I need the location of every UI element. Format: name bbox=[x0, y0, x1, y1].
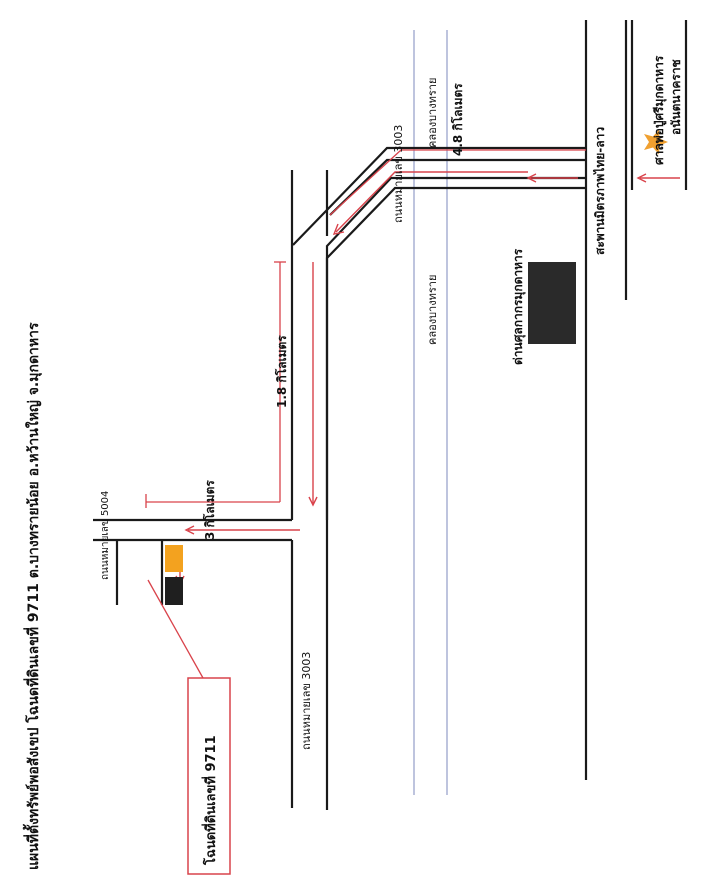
distance-line-18km bbox=[274, 261, 286, 502]
star-icon bbox=[644, 129, 668, 155]
distance-line-3km bbox=[145, 494, 280, 508]
road-3003-lower-label: ถนนหมายเลข 3003 bbox=[300, 652, 313, 750]
canal-label-bottom: คลองบางทราย bbox=[426, 275, 439, 345]
distance-line-48km bbox=[329, 149, 586, 216]
deed-box-label: โฉนดที่ดินเลขที่ 9711 bbox=[201, 735, 219, 866]
parcel-marker-dark bbox=[165, 577, 183, 605]
direction-arrow-road-3003 bbox=[332, 171, 528, 235]
distance-48-label: 4.8 กิโลเมตร bbox=[450, 83, 465, 156]
road-3003-upper-label: ถนนหมายเลข 3003 bbox=[392, 125, 405, 223]
map-title: แผนที่ตั้งทรัพย์พอสังเขป โฉนดที่ดินเลขที… bbox=[22, 322, 42, 870]
direction-arrow-monument bbox=[636, 173, 680, 183]
distance-18-label: 1.8 กิโลเมตร bbox=[274, 335, 289, 408]
monument-label: ศาลพ่อปู่ศรีมุกดาหาร bbox=[652, 55, 667, 165]
direction-arrow-main-road bbox=[308, 262, 318, 507]
customs-building-block bbox=[528, 262, 576, 344]
bridge-label: สะพานมิตรภาพไทย-ลาว bbox=[592, 127, 607, 255]
customs-label: ด่านศุลกากรมุกดาหาร bbox=[511, 248, 526, 365]
direction-arrow-road-5004 bbox=[184, 525, 300, 535]
road-3003-upper-edge-a bbox=[292, 146, 586, 246]
deed-box-frame bbox=[187, 677, 231, 875]
road-3003-upper-edge-b bbox=[329, 158, 586, 216]
canal-label-top: คลองบางทราย bbox=[426, 78, 439, 148]
road-5004-label: ถนนหมายเลข 5004 bbox=[100, 491, 111, 580]
road-3003-upper-edge-d bbox=[325, 186, 586, 810]
direction-arrow-bridge bbox=[526, 173, 578, 183]
deed-pointer-line bbox=[147, 579, 204, 679]
parcel-marker-orange bbox=[165, 545, 183, 572]
distance-3-label: 3 กิโลเมตร bbox=[202, 480, 217, 540]
road-3003-upper-edge-c bbox=[325, 176, 586, 520]
monument-label-2: อนันตนาคราช bbox=[669, 59, 683, 135]
